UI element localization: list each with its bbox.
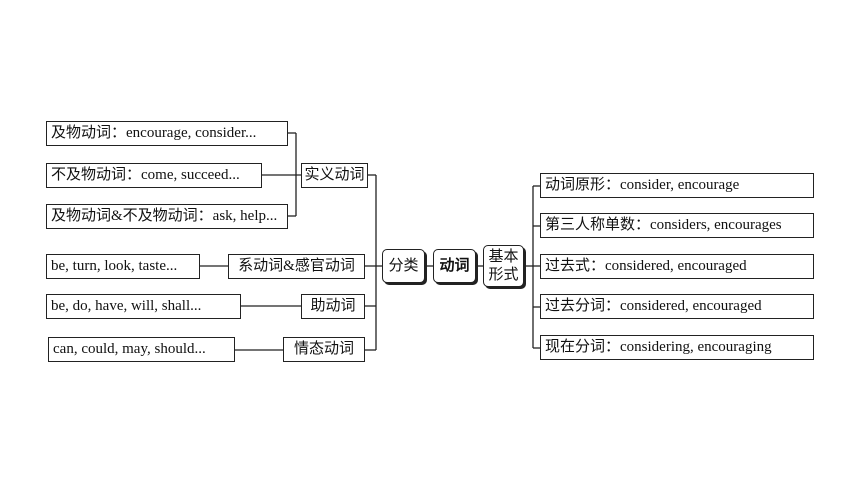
- auxiliary-verb-label: 助动词: [310, 298, 356, 314]
- third-person-singular-text: 第三人称单数：considers, encourages: [545, 217, 782, 233]
- linking-verb-example-box: be, turn, look, taste...: [46, 254, 200, 279]
- present-participle-box: 现在分词：considering, encouraging: [540, 335, 814, 360]
- intransitive-verb-box: 不及物动词：come, succeed...: [46, 163, 262, 188]
- basic-forms-label-line2: 形式: [488, 267, 519, 283]
- basic-forms-label-line1: 基本: [488, 249, 519, 265]
- modal-verb-box: 情态动词: [283, 337, 365, 362]
- classification-box: 分类: [382, 249, 425, 283]
- transitive-verb-box: 及物动词：encourage, consider...: [46, 121, 288, 146]
- past-participle-box: 过去分词：considered, encouraged: [540, 294, 814, 319]
- basic-forms-box: 基本 形式: [483, 245, 524, 287]
- intransitive-verb-text: 不及物动词：come, succeed...: [51, 167, 240, 183]
- auxiliary-verb-example-box: be, do, have, will, shall...: [46, 294, 241, 319]
- transitive-intransitive-verb-text: 及物动词&不及物动词：ask, help...: [51, 208, 278, 224]
- modal-verb-example-text: can, could, may, should...: [53, 341, 206, 357]
- transitive-intransitive-verb-box: 及物动词&不及物动词：ask, help...: [46, 204, 288, 229]
- modal-verb-label: 情态动词: [293, 341, 354, 357]
- linking-verb-example-text: be, turn, look, taste...: [51, 258, 178, 274]
- notional-verb-box: 实义动词: [301, 163, 368, 188]
- verb-root-box: 动词: [433, 249, 476, 283]
- auxiliary-verb-box: 助动词: [301, 294, 365, 319]
- linking-verb-box: 系动词&感官动词: [228, 254, 365, 279]
- modal-verb-example-box: can, could, may, should...: [48, 337, 235, 362]
- past-tense-text: 过去式：considered, encouraged: [545, 258, 747, 274]
- past-tense-box: 过去式：considered, encouraged: [540, 254, 814, 279]
- present-participle-text: 现在分词：considering, encouraging: [545, 339, 772, 355]
- classification-label: 分类: [388, 257, 419, 274]
- verb-root-label: 动词: [439, 257, 470, 274]
- auxiliary-verb-example-text: be, do, have, will, shall...: [51, 298, 202, 314]
- notional-verb-label: 实义动词: [304, 167, 365, 183]
- third-person-singular-box: 第三人称单数：considers, encourages: [540, 213, 814, 238]
- base-form-box: 动词原形：consider, encourage: [540, 173, 814, 198]
- base-form-text: 动词原形：consider, encourage: [545, 177, 740, 193]
- transitive-verb-text: 及物动词：encourage, consider...: [51, 125, 257, 141]
- past-participle-text: 过去分词：considered, encouraged: [545, 298, 762, 314]
- linking-verb-label: 系动词&感官动词: [238, 258, 355, 274]
